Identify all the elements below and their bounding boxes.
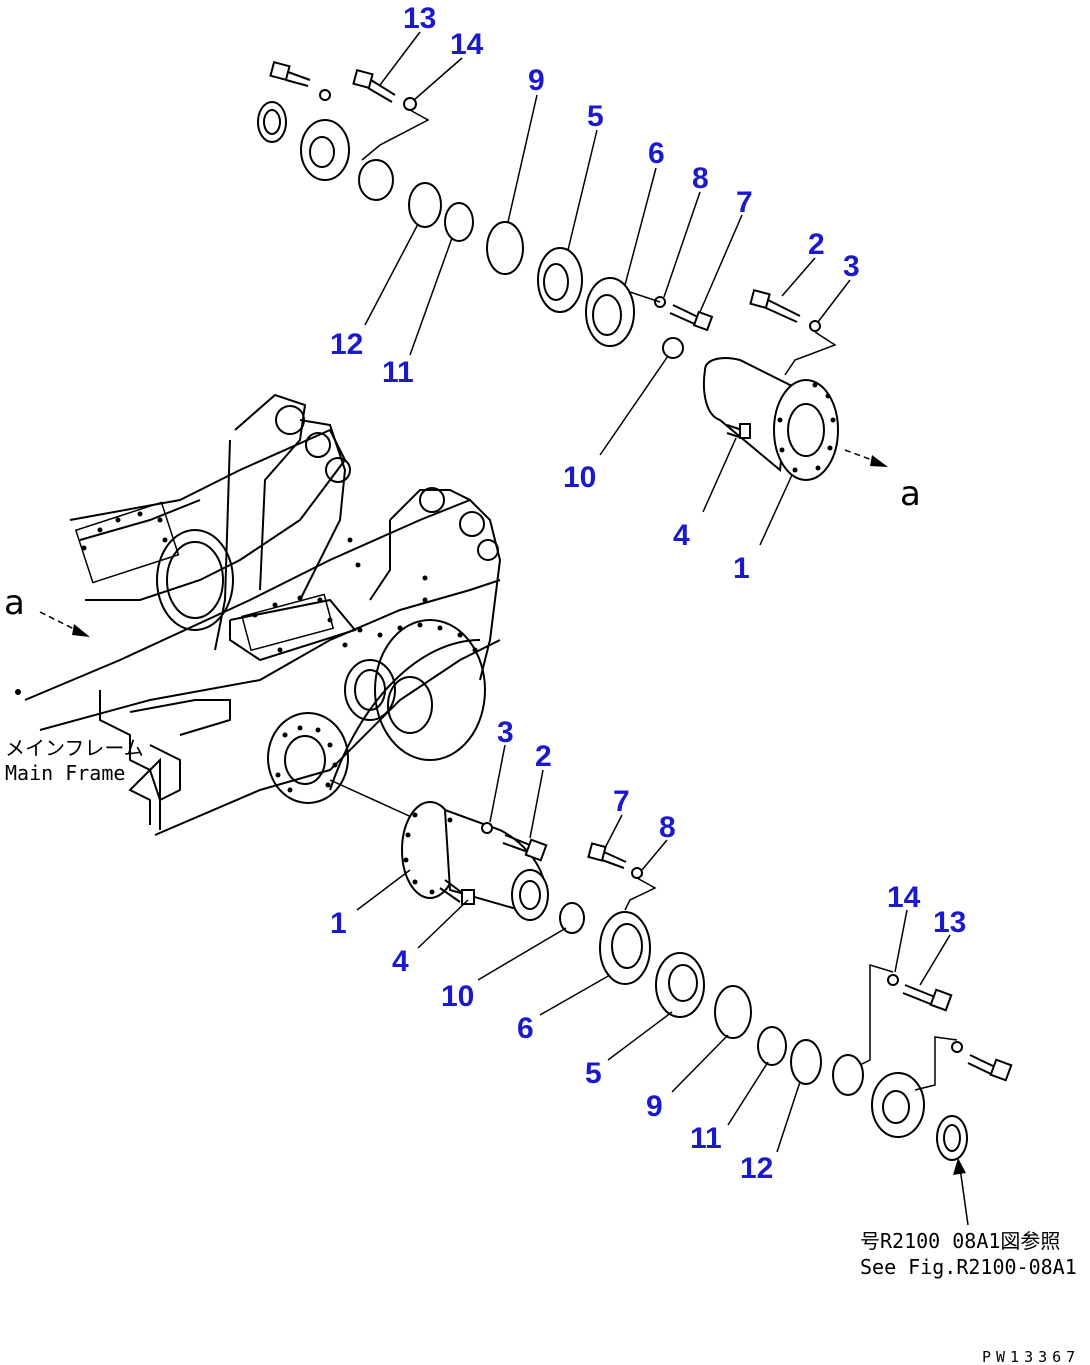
callout-13: 13	[403, 2, 436, 35]
shim-10-top	[662, 337, 684, 359]
washer-8-bottom	[631, 867, 643, 879]
callout-9: 9	[528, 64, 545, 97]
leader-lines	[356, 31, 951, 1153]
callout-4: 4	[392, 945, 409, 978]
bolt-13-top-a	[269, 60, 311, 87]
grease-fitting-4-top	[726, 423, 751, 439]
washer-14-bottom-a	[887, 974, 899, 986]
callout-14: 14	[450, 28, 484, 61]
callout-5: 5	[585, 1057, 602, 1090]
callout-12: 12	[330, 328, 363, 361]
lower-assembly	[401, 801, 1013, 1226]
callout-2: 2	[535, 740, 552, 773]
end-cap-bottom	[871, 1072, 925, 1138]
ring-12-top	[408, 182, 442, 228]
callout-8: 8	[692, 162, 709, 195]
callout-8: 8	[659, 811, 676, 844]
ring-11-top	[444, 202, 474, 242]
grease-fitting-4-bottom	[439, 879, 475, 905]
view-marker-a-right: a	[900, 474, 921, 514]
callout-9: 9	[646, 1090, 663, 1123]
callout-2: 2	[808, 228, 825, 261]
seal-retainer-top	[257, 101, 287, 143]
bolt-13-top-b	[352, 68, 396, 103]
callout-12: 12	[740, 1152, 773, 1185]
callout-5: 5	[587, 100, 604, 133]
main-frame-drawing	[15, 393, 502, 836]
reference-note-en: See Fig.R2100-08A1	[860, 1255, 1077, 1279]
end-cap-top	[300, 119, 350, 181]
washer-14-top-a	[319, 89, 331, 101]
callout-14: 14	[887, 881, 921, 914]
pin-1-top	[702, 357, 839, 481]
bolt-2-bottom	[502, 834, 548, 862]
callout-6: 6	[517, 1012, 534, 1045]
bolt-13-bottom-b	[967, 1054, 1013, 1082]
frame-bolt-holes	[15, 511, 478, 793]
callout-10: 10	[441, 980, 474, 1013]
callout-numbers: 13 14 9 5 6 8 7 2 3 12 11 10 4 1 3 2 7 8…	[330, 2, 966, 1185]
o-ring-9-bottom	[714, 985, 752, 1039]
shim-10-bottom	[559, 902, 585, 934]
callout-6: 6	[648, 137, 665, 170]
callout-11: 11	[690, 1122, 722, 1155]
reference-note-jp: 号R2100 08A1図参照	[860, 1229, 1060, 1253]
ring-12-bottom	[790, 1039, 822, 1085]
washer-14-bottom-b	[951, 1041, 963, 1053]
callout-7: 7	[613, 785, 630, 818]
callout-11: 11	[382, 356, 414, 389]
callout-3: 3	[843, 250, 860, 283]
pin-1-bottom	[401, 801, 549, 921]
seal-retainer-bottom	[936, 1115, 968, 1161]
o-ring-9-top	[486, 221, 524, 275]
callout-7: 7	[736, 186, 753, 219]
bolt-7-top	[669, 304, 714, 332]
callout-10: 10	[563, 461, 596, 494]
callout-3: 3	[497, 716, 514, 749]
shim-plate-bottom	[832, 1054, 864, 1096]
callout-4: 4	[673, 519, 690, 552]
shim-plate-top	[358, 159, 394, 201]
callout-1: 1	[733, 552, 750, 585]
bolt-13-bottom-a	[902, 984, 953, 1012]
ring-11-bottom	[757, 1026, 787, 1066]
washer-3-top	[809, 320, 821, 332]
figure-code: PW13367	[982, 1348, 1080, 1365]
washer-3-bottom	[481, 822, 493, 834]
callout-13: 13	[933, 906, 966, 939]
bolt-2-top	[749, 288, 801, 323]
view-marker-a-left: a	[4, 583, 25, 623]
callout-1: 1	[330, 907, 347, 940]
main-frame-label-en: Main Frame	[5, 761, 125, 785]
main-frame-label-jp: メインフレーム	[5, 736, 144, 760]
upper-assembly	[257, 60, 888, 481]
bolt-7-bottom	[587, 842, 627, 869]
